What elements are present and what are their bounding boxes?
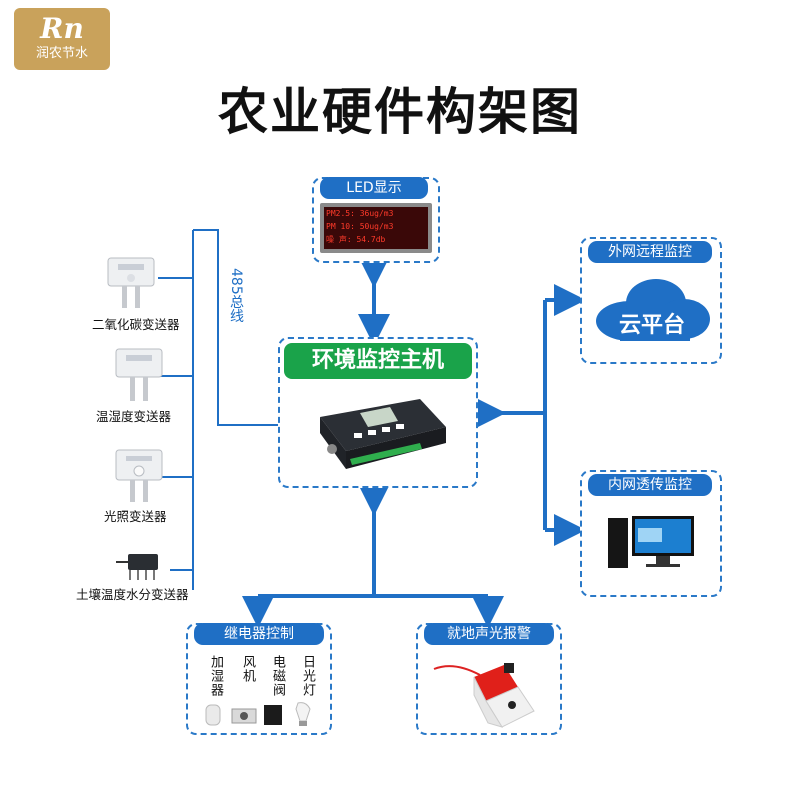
host-title: 环境监控主机 — [284, 343, 472, 379]
bus-label: 485总线 — [228, 268, 244, 323]
right-side-arrows — [474, 284, 586, 546]
cloud-label: 云平台 — [618, 313, 685, 338]
led-line-2: PM 10: 50ug/m3 — [326, 222, 394, 231]
logo-mark: Rn — [40, 12, 84, 45]
relay-device-lamp: 日光灯 — [300, 655, 315, 697]
relay-device-fan: 风机 — [240, 655, 255, 683]
host-controller-panel: 环境监控主机 — [278, 337, 478, 488]
led-display-panel: LED显示 PM2.5: 36ug/m3 PM 10: 50ug/m3 噪 声:… — [312, 177, 440, 263]
relay-control-panel: 继电器控制 加湿器 风机 电磁阀 日光灯 — [186, 623, 332, 735]
co2-sensor-icon — [104, 252, 158, 316]
remote-monitor-panel: 外网远程监控 云平台 — [580, 237, 722, 364]
relay-devices-icon — [202, 699, 320, 731]
computer-icon — [602, 512, 702, 586]
page-title: 农业硬件构架图 — [218, 83, 582, 141]
relay-device-humidifier: 加湿器 — [208, 655, 223, 697]
remote-monitor-header: 外网远程监控 — [588, 241, 712, 263]
sensor-label-co2: 二氧化碳变送器 — [92, 317, 180, 332]
cloud-icon — [590, 275, 714, 349]
intranet-monitor-header: 内网透传监控 — [588, 474, 712, 496]
brand-logo: Rn 润农节水 — [14, 8, 110, 70]
light-sensor-icon — [112, 446, 166, 510]
logo-text: 润农节水 — [35, 46, 88, 61]
relay-device-valve: 电磁阀 — [270, 655, 285, 697]
sensor-label-soil: 土壤温度水分变送器 — [76, 587, 189, 602]
bus-lines — [158, 229, 278, 590]
sensor-label-temp-humidity: 温湿度变送器 — [96, 409, 172, 424]
alarm-device-icon — [424, 647, 554, 733]
led-line-3: 噪 声: 54.7db — [326, 235, 386, 244]
sensor-label-light: 光照变送器 — [104, 509, 167, 524]
controller-device-icon — [310, 387, 450, 483]
led-line-1: PM2.5: 36ug/m3 — [326, 209, 394, 218]
alarm-header: 就地声光报警 — [424, 623, 554, 645]
relay-control-header: 继电器控制 — [194, 623, 324, 645]
led-screen: PM2.5: 36ug/m3 PM 10: 50ug/m3 噪 声: 54.7d… — [320, 203, 432, 253]
soil-sensor-icon — [114, 550, 168, 586]
temp-humidity-sensor-icon — [112, 345, 166, 409]
intranet-monitor-panel: 内网透传监控 — [580, 470, 722, 597]
alarm-panel: 就地声光报警 — [416, 623, 562, 735]
led-display-header: LED显示 — [320, 177, 428, 199]
bottom-arrows — [242, 484, 504, 628]
